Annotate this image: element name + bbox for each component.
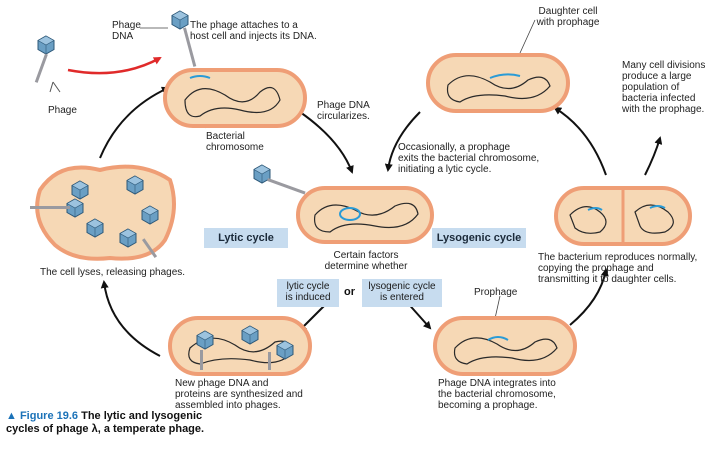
label-phage: Phage	[48, 105, 77, 116]
cell-prophage	[433, 316, 577, 376]
cell-center	[253, 164, 434, 244]
label-reproduces: The bacterium reproduces normally,copyin…	[538, 252, 698, 285]
lysogenic-cycle-box: Lysogenic cycle	[432, 228, 526, 248]
label-prophage: Prophage	[474, 287, 518, 298]
arrow-reproduce-to-daughter	[553, 106, 607, 176]
caption-line-1: The lytic and lysogenic	[81, 410, 203, 422]
cell-daughter	[426, 53, 570, 113]
cycle-arrows	[67, 56, 663, 357]
caption-triangle-icon: ▲	[6, 410, 17, 422]
arrow-assembly-to-lysis	[100, 280, 161, 357]
figure-caption: ▲ Figure 19.6 The lytic and lysogenic cy…	[6, 410, 296, 436]
cell-assembly	[168, 316, 312, 376]
arrow-attach-to-circularize	[299, 111, 354, 174]
arrow-prophage-to-reproduce	[569, 268, 609, 326]
caption-figure-number: Figure 19.6	[19, 410, 79, 422]
free-phage	[34, 35, 61, 93]
or-text: or	[344, 286, 355, 298]
cell-attach	[163, 10, 307, 128]
caption-line-2: cycles of phage λ, a temperate phage.	[6, 423, 205, 435]
lytic-cycle-box: Lytic cycle	[204, 228, 288, 248]
label-lyses: The cell lyses, releasing phages.	[40, 267, 186, 278]
arrow-to-many-divisions	[644, 136, 663, 176]
cell-lysis	[30, 164, 176, 261]
arrow-lysis-to-attach	[99, 86, 170, 159]
arrow-phage-inject	[67, 56, 162, 75]
arrow-daughter-to-center	[384, 111, 421, 172]
cell-dividing	[554, 186, 692, 246]
